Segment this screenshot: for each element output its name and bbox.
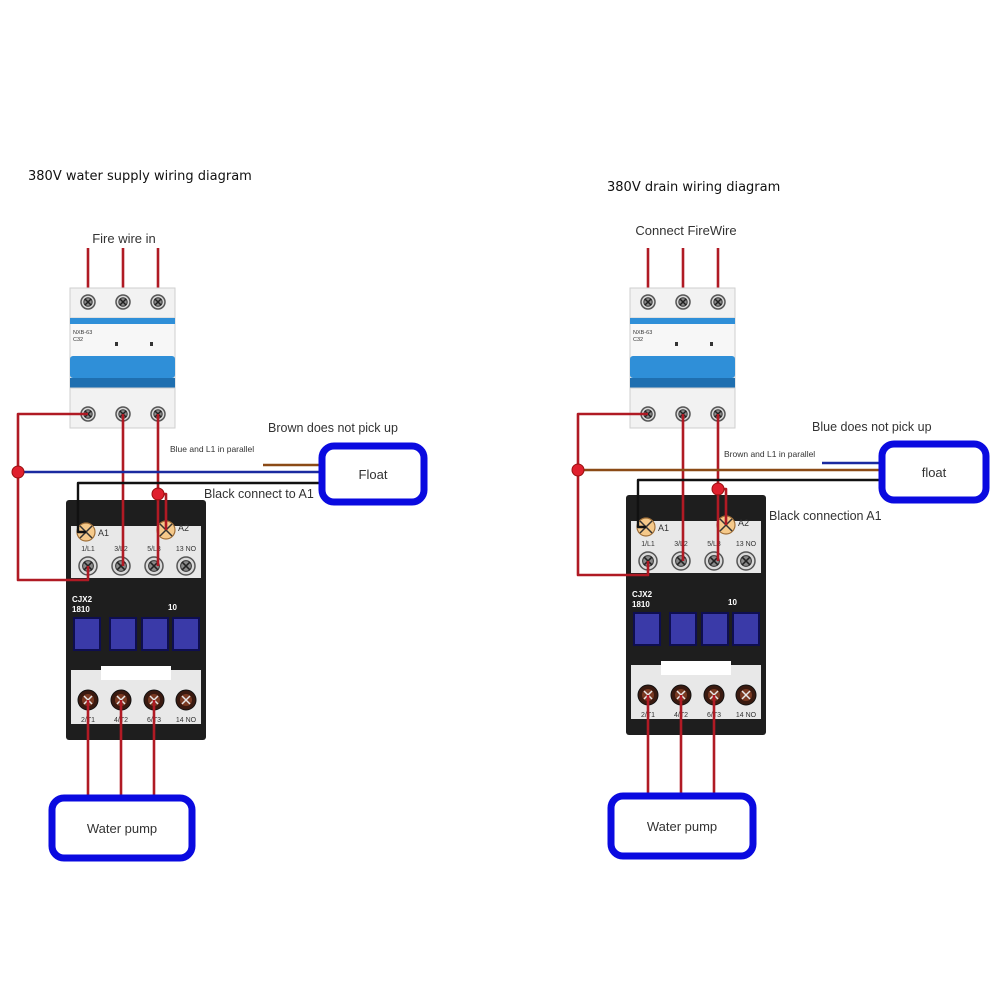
float-note: Blue does not pick up — [812, 420, 932, 434]
contact-window-1 — [73, 617, 101, 651]
contactor-top-terminal-3 — [144, 556, 164, 576]
bottom-terminal-label-4: 14 NO — [176, 717, 197, 724]
top-terminal-label-2: 3/L2 — [114, 546, 128, 553]
top-terminal-label-3: 5/L3 — [707, 541, 721, 548]
breaker-top-screw-2 — [675, 294, 691, 310]
fire-wire-label: Fire wire in — [92, 231, 156, 246]
breaker-rating: C32 — [633, 337, 643, 343]
top-terminal-label-2: 3/L2 — [674, 541, 688, 548]
top-terminal-label-4: 13 NO — [176, 546, 197, 553]
contactor-bottom-terminal-4 — [735, 684, 757, 706]
a2-tap-junction — [151, 487, 165, 501]
contactor-top-terminal-2 — [671, 551, 691, 571]
coil-a2-label: A2 — [178, 523, 189, 533]
phase-l1-loop-wire — [16, 412, 90, 582]
water-pump-box: Water pump — [48, 794, 196, 862]
breaker-top-screw-3 — [150, 294, 166, 310]
float-switch-box: Float — [318, 442, 428, 506]
contact-window-4 — [732, 612, 760, 646]
top-terminal-label-1: 1/L1 — [81, 546, 95, 553]
contactor-top-terminal-4 — [736, 551, 756, 571]
water-pump-box-label: Water pump — [87, 821, 157, 836]
breaker-top-screw-1 — [640, 294, 656, 310]
contact-window-2 — [669, 612, 697, 646]
top-terminal-label-1: 1/L1 — [641, 541, 655, 548]
breaker-model: NXB-63 — [73, 330, 92, 336]
contact-window-1 — [633, 612, 661, 646]
breaker-top-screw-1 — [80, 294, 96, 310]
contactor-aux-label: 10 — [728, 598, 737, 607]
contactor-top-terminal-4 — [176, 556, 196, 576]
contactor-top-terminal-3 — [704, 551, 724, 571]
diagram-title: 380V drain wiring diagram — [607, 180, 780, 195]
contactor-bottom-terminal-4 — [175, 689, 197, 711]
diagram-title: 380V water supply wiring diagram — [28, 169, 252, 184]
float-switch-box: float — [878, 440, 990, 504]
black-wire-note: Black connection A1 — [769, 509, 882, 523]
top-terminal-label-3: 5/L3 — [147, 546, 161, 553]
bottom-terminal-label-4: 14 NO — [736, 712, 757, 719]
float-note: Brown does not pick up — [268, 421, 398, 435]
contactor-model-line2: 1810 — [632, 600, 650, 609]
breaker-model: NXB-63 — [633, 330, 652, 336]
parallel-note: Brown and L1 in parallel — [724, 449, 815, 459]
float-switch-box-label: Float — [359, 467, 388, 482]
water-pump-box-label: Water pump — [647, 819, 717, 834]
float-switch-box-label: float — [922, 465, 947, 480]
black-wire-note: Black connect to A1 — [204, 487, 314, 501]
breaker-top-screw-3 — [710, 294, 726, 310]
contactor-top-terminal-2 — [111, 556, 131, 576]
contactor-aux-label: 10 — [168, 603, 177, 612]
fire-wire-label: Connect FireWire — [635, 223, 736, 238]
l1-parallel-junction — [571, 463, 585, 477]
contact-window-2 — [109, 617, 137, 651]
contact-window-4 — [172, 617, 200, 651]
contactor-model-line1: CJX2 — [72, 595, 93, 604]
contactor-model-line2: 1810 — [72, 605, 90, 614]
coil-a1-label: A1 — [658, 523, 669, 533]
a2-tap-junction — [711, 482, 725, 496]
coil-a1-label: A1 — [98, 528, 109, 538]
water-pump-box: Water pump — [607, 792, 757, 860]
breaker-top-screw-2 — [115, 294, 131, 310]
contact-window-3 — [141, 617, 169, 651]
black-wire-to-a1 — [636, 478, 882, 529]
parallel-note: Blue and L1 in parallel — [170, 444, 254, 454]
l1-parallel-junction — [11, 465, 25, 479]
coil-a2-label: A2 — [738, 518, 749, 528]
contactor-model-line1: CJX2 — [632, 590, 653, 599]
phase-l1-loop-wire — [576, 412, 650, 577]
breaker-rating: C32 — [73, 337, 83, 343]
contact-window-3 — [701, 612, 729, 646]
black-wire-to-a1 — [76, 481, 322, 534]
top-terminal-label-4: 13 NO — [736, 541, 757, 548]
